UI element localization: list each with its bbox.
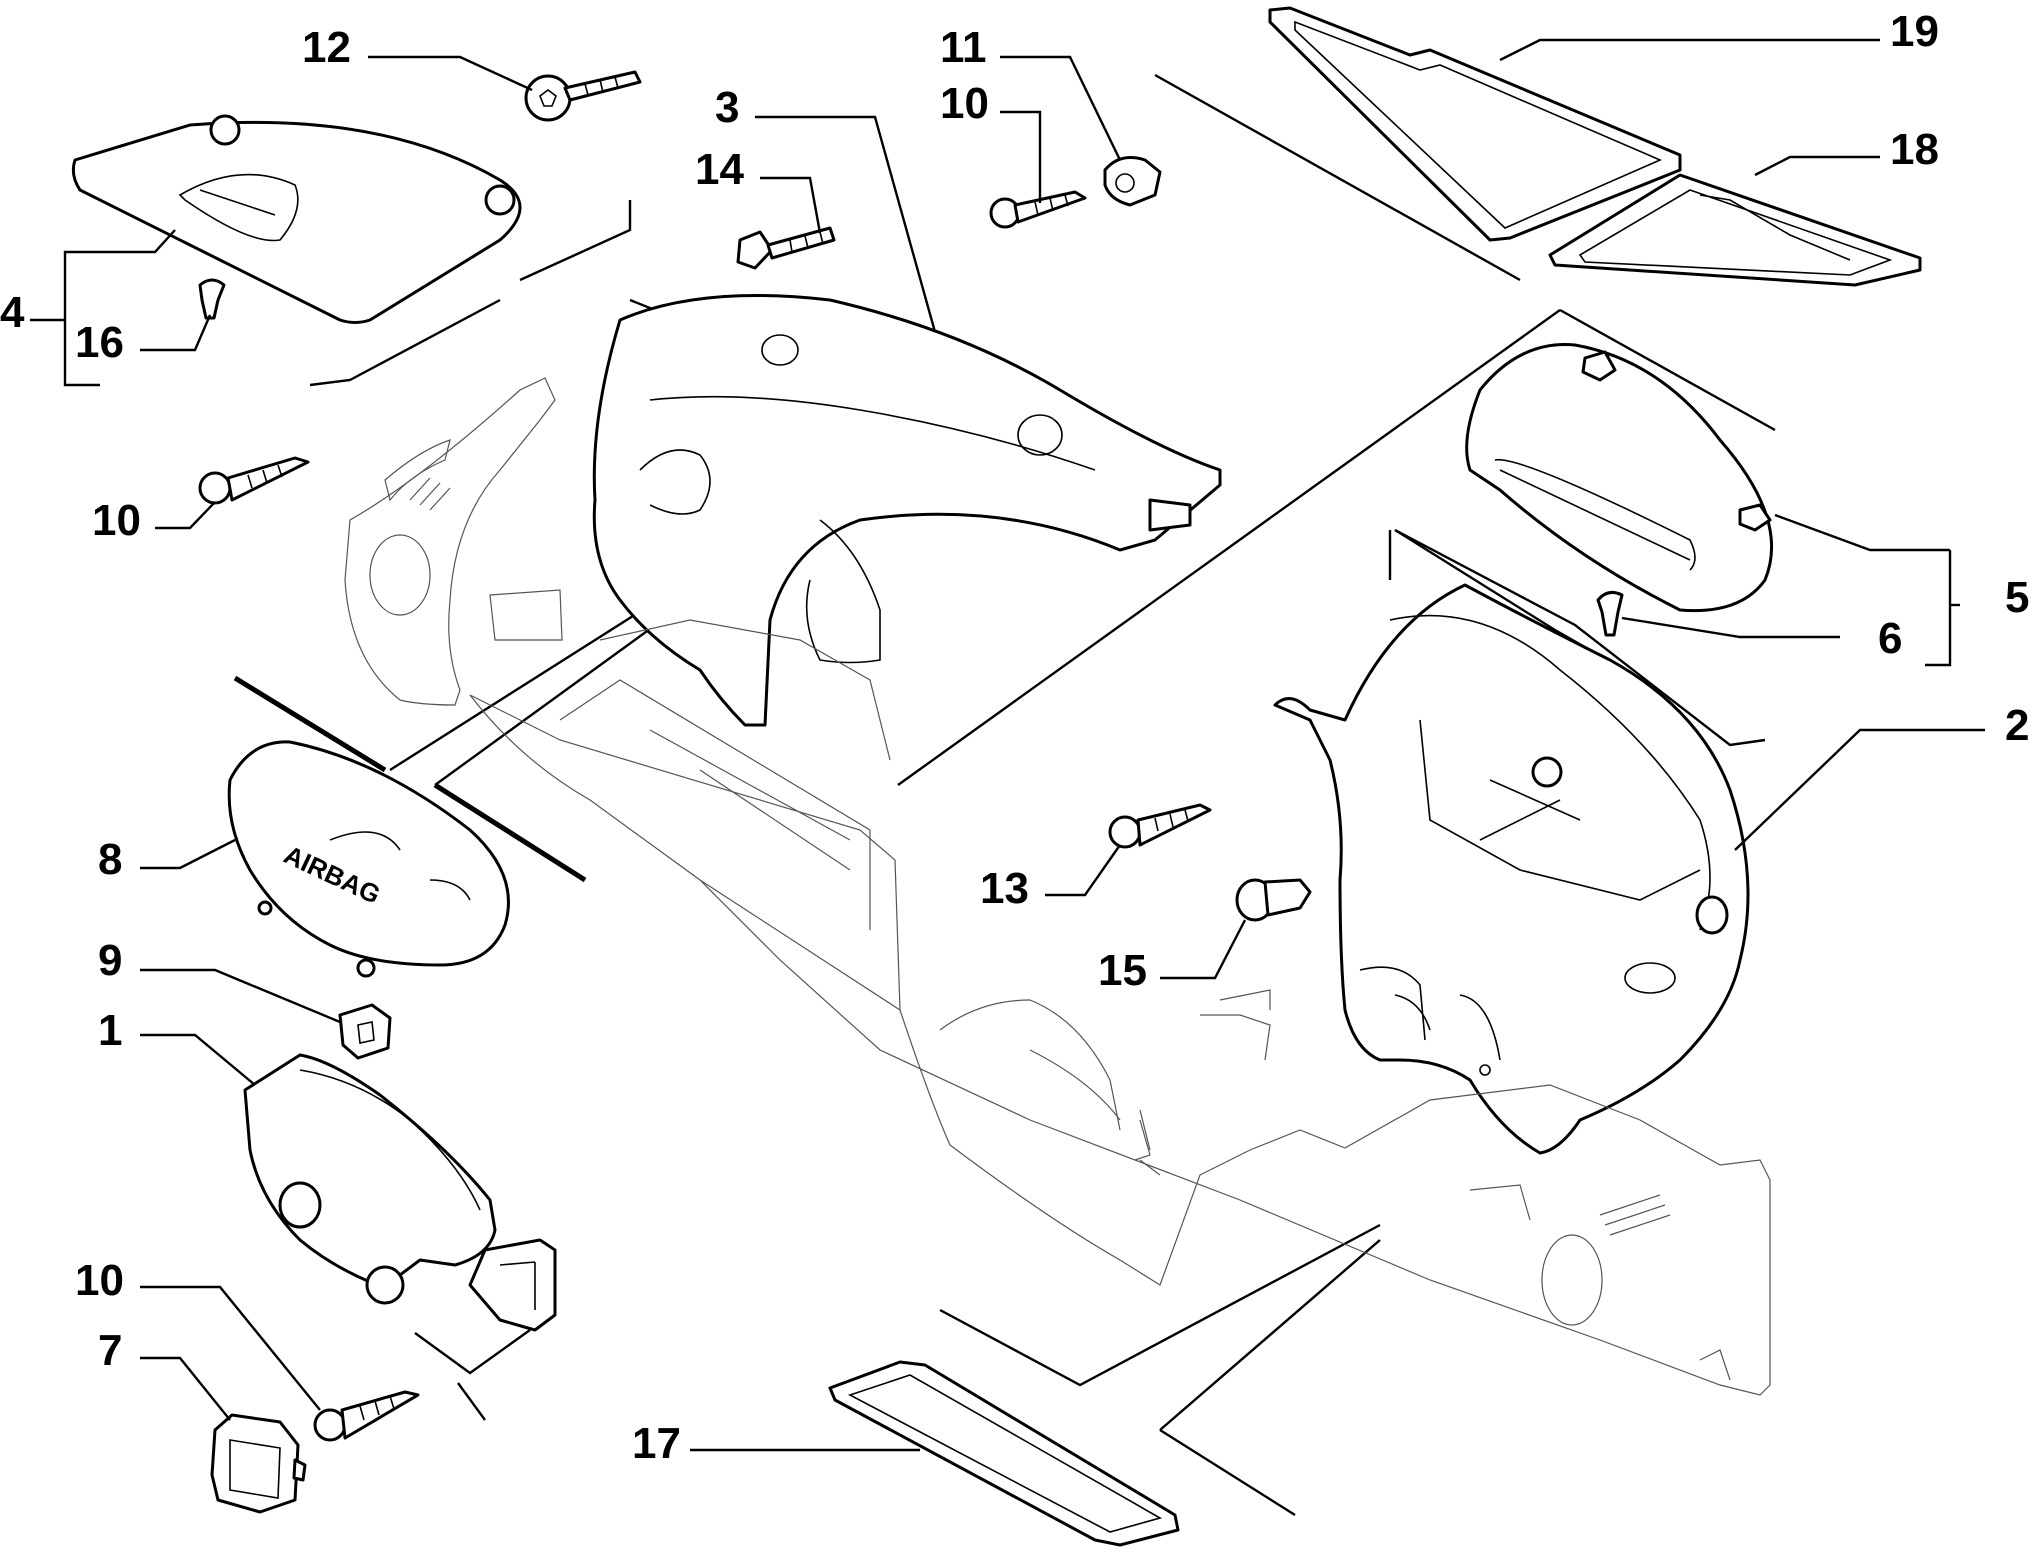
left-dashboard-end-panel — [344, 377, 563, 706]
callout-15: 15 — [1098, 946, 1147, 995]
callout-19: 19 — [1890, 7, 1939, 56]
part-4-upper-left-cover — [71, 114, 522, 324]
callout-8: 8 — [98, 835, 122, 884]
main-dashboard-body — [469, 619, 1771, 1396]
callout-10-left: 10 — [92, 496, 141, 545]
callout-10-top: 10 — [940, 79, 989, 128]
callout-11: 11 — [940, 23, 987, 72]
part-12-washer-screw — [524, 70, 642, 122]
callout-13: 13 — [980, 864, 1029, 913]
part-5-right-cover — [1465, 343, 1773, 613]
callout-14: 14 — [695, 145, 744, 194]
part-3-upper-dashboard-shell — [592, 294, 1222, 727]
part-13-screw — [1108, 803, 1212, 849]
callout-4: 4 — [0, 288, 25, 337]
callout-3: 3 — [715, 83, 739, 132]
callout-18: 18 — [1890, 125, 1939, 174]
part-10-screw-left — [198, 456, 310, 505]
part-15-clip — [1235, 878, 1312, 922]
part-16-clip — [198, 278, 226, 320]
leader-lines — [30, 38, 1985, 1452]
callout-16: 16 — [75, 318, 124, 367]
part-10-screw-bottom — [313, 1390, 420, 1442]
callout-1: 1 — [98, 1006, 122, 1055]
callout-6: 6 — [1878, 614, 1902, 663]
callout-12: 12 — [302, 23, 351, 72]
callout-10-bottom: 10 — [75, 1256, 124, 1305]
part-14-bolt — [736, 226, 836, 270]
part-6-clip — [1596, 590, 1624, 637]
callout-2: 2 — [2005, 701, 2029, 750]
callout-labels: 12 11 10 3 14 19 18 4 16 10 5 6 2 8 9 1 … — [0, 7, 2029, 1468]
part-8-airbag-cover: AIRBAG — [227, 740, 510, 978]
callout-5: 5 — [2005, 573, 2029, 622]
part-11-nut — [1103, 156, 1162, 207]
callout-17: 17 — [632, 1419, 681, 1468]
part-18-seal — [1548, 173, 1922, 287]
part-10-screw-top — [989, 190, 1087, 229]
part-19-triangular-seal — [1268, 6, 1682, 242]
part-9-clip — [338, 1003, 392, 1060]
part-17-gasket — [828, 1360, 1180, 1547]
part-1-airbag-module — [243, 1053, 557, 1332]
part-2-right-side-panel — [1273, 583, 1750, 1155]
part-7-connector — [210, 1413, 307, 1514]
callout-9: 9 — [98, 936, 122, 985]
callout-7: 7 — [98, 1326, 122, 1375]
